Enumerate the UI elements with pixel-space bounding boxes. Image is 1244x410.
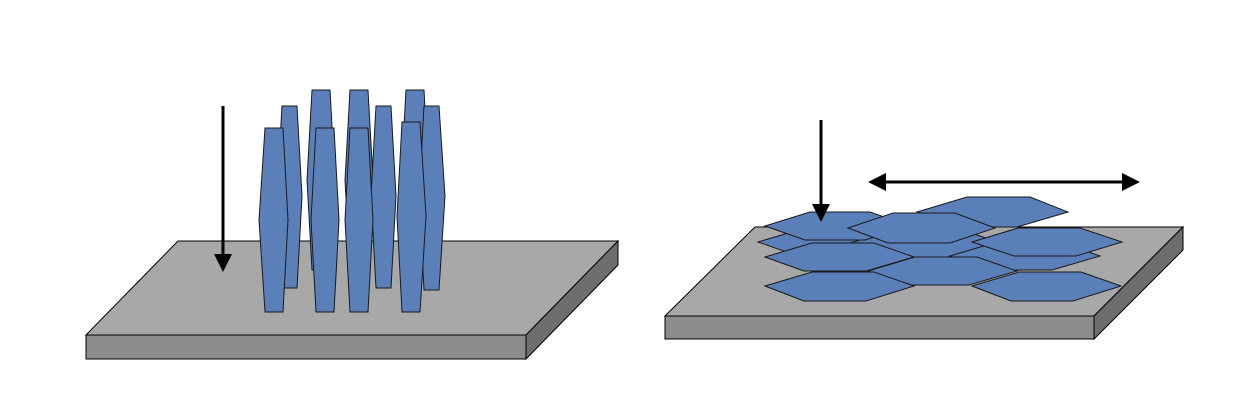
right-crystals xyxy=(756,196,1124,302)
right-substrate-side xyxy=(1093,225,1184,341)
left-down-arrow xyxy=(214,106,232,272)
right-horizontal-double-arrow xyxy=(868,173,1140,191)
left-crystals xyxy=(258,89,446,313)
crystal-vertical xyxy=(258,127,289,313)
crystal-flat xyxy=(970,227,1124,257)
right-down-arrow xyxy=(812,120,830,222)
crystal-vertical xyxy=(370,105,397,289)
crystal-vertical xyxy=(344,127,374,313)
crystal-flat xyxy=(846,212,997,244)
left-panel xyxy=(84,89,620,361)
crystal-flat xyxy=(970,271,1123,302)
right-substrate-front xyxy=(664,315,1095,340)
crystal-flat xyxy=(763,271,916,302)
left-substrate-front xyxy=(85,334,527,360)
left-substrate-side xyxy=(525,239,619,361)
crystal-vertical xyxy=(396,121,427,313)
right-panel xyxy=(663,120,1185,341)
crystal-vertical xyxy=(310,127,340,313)
